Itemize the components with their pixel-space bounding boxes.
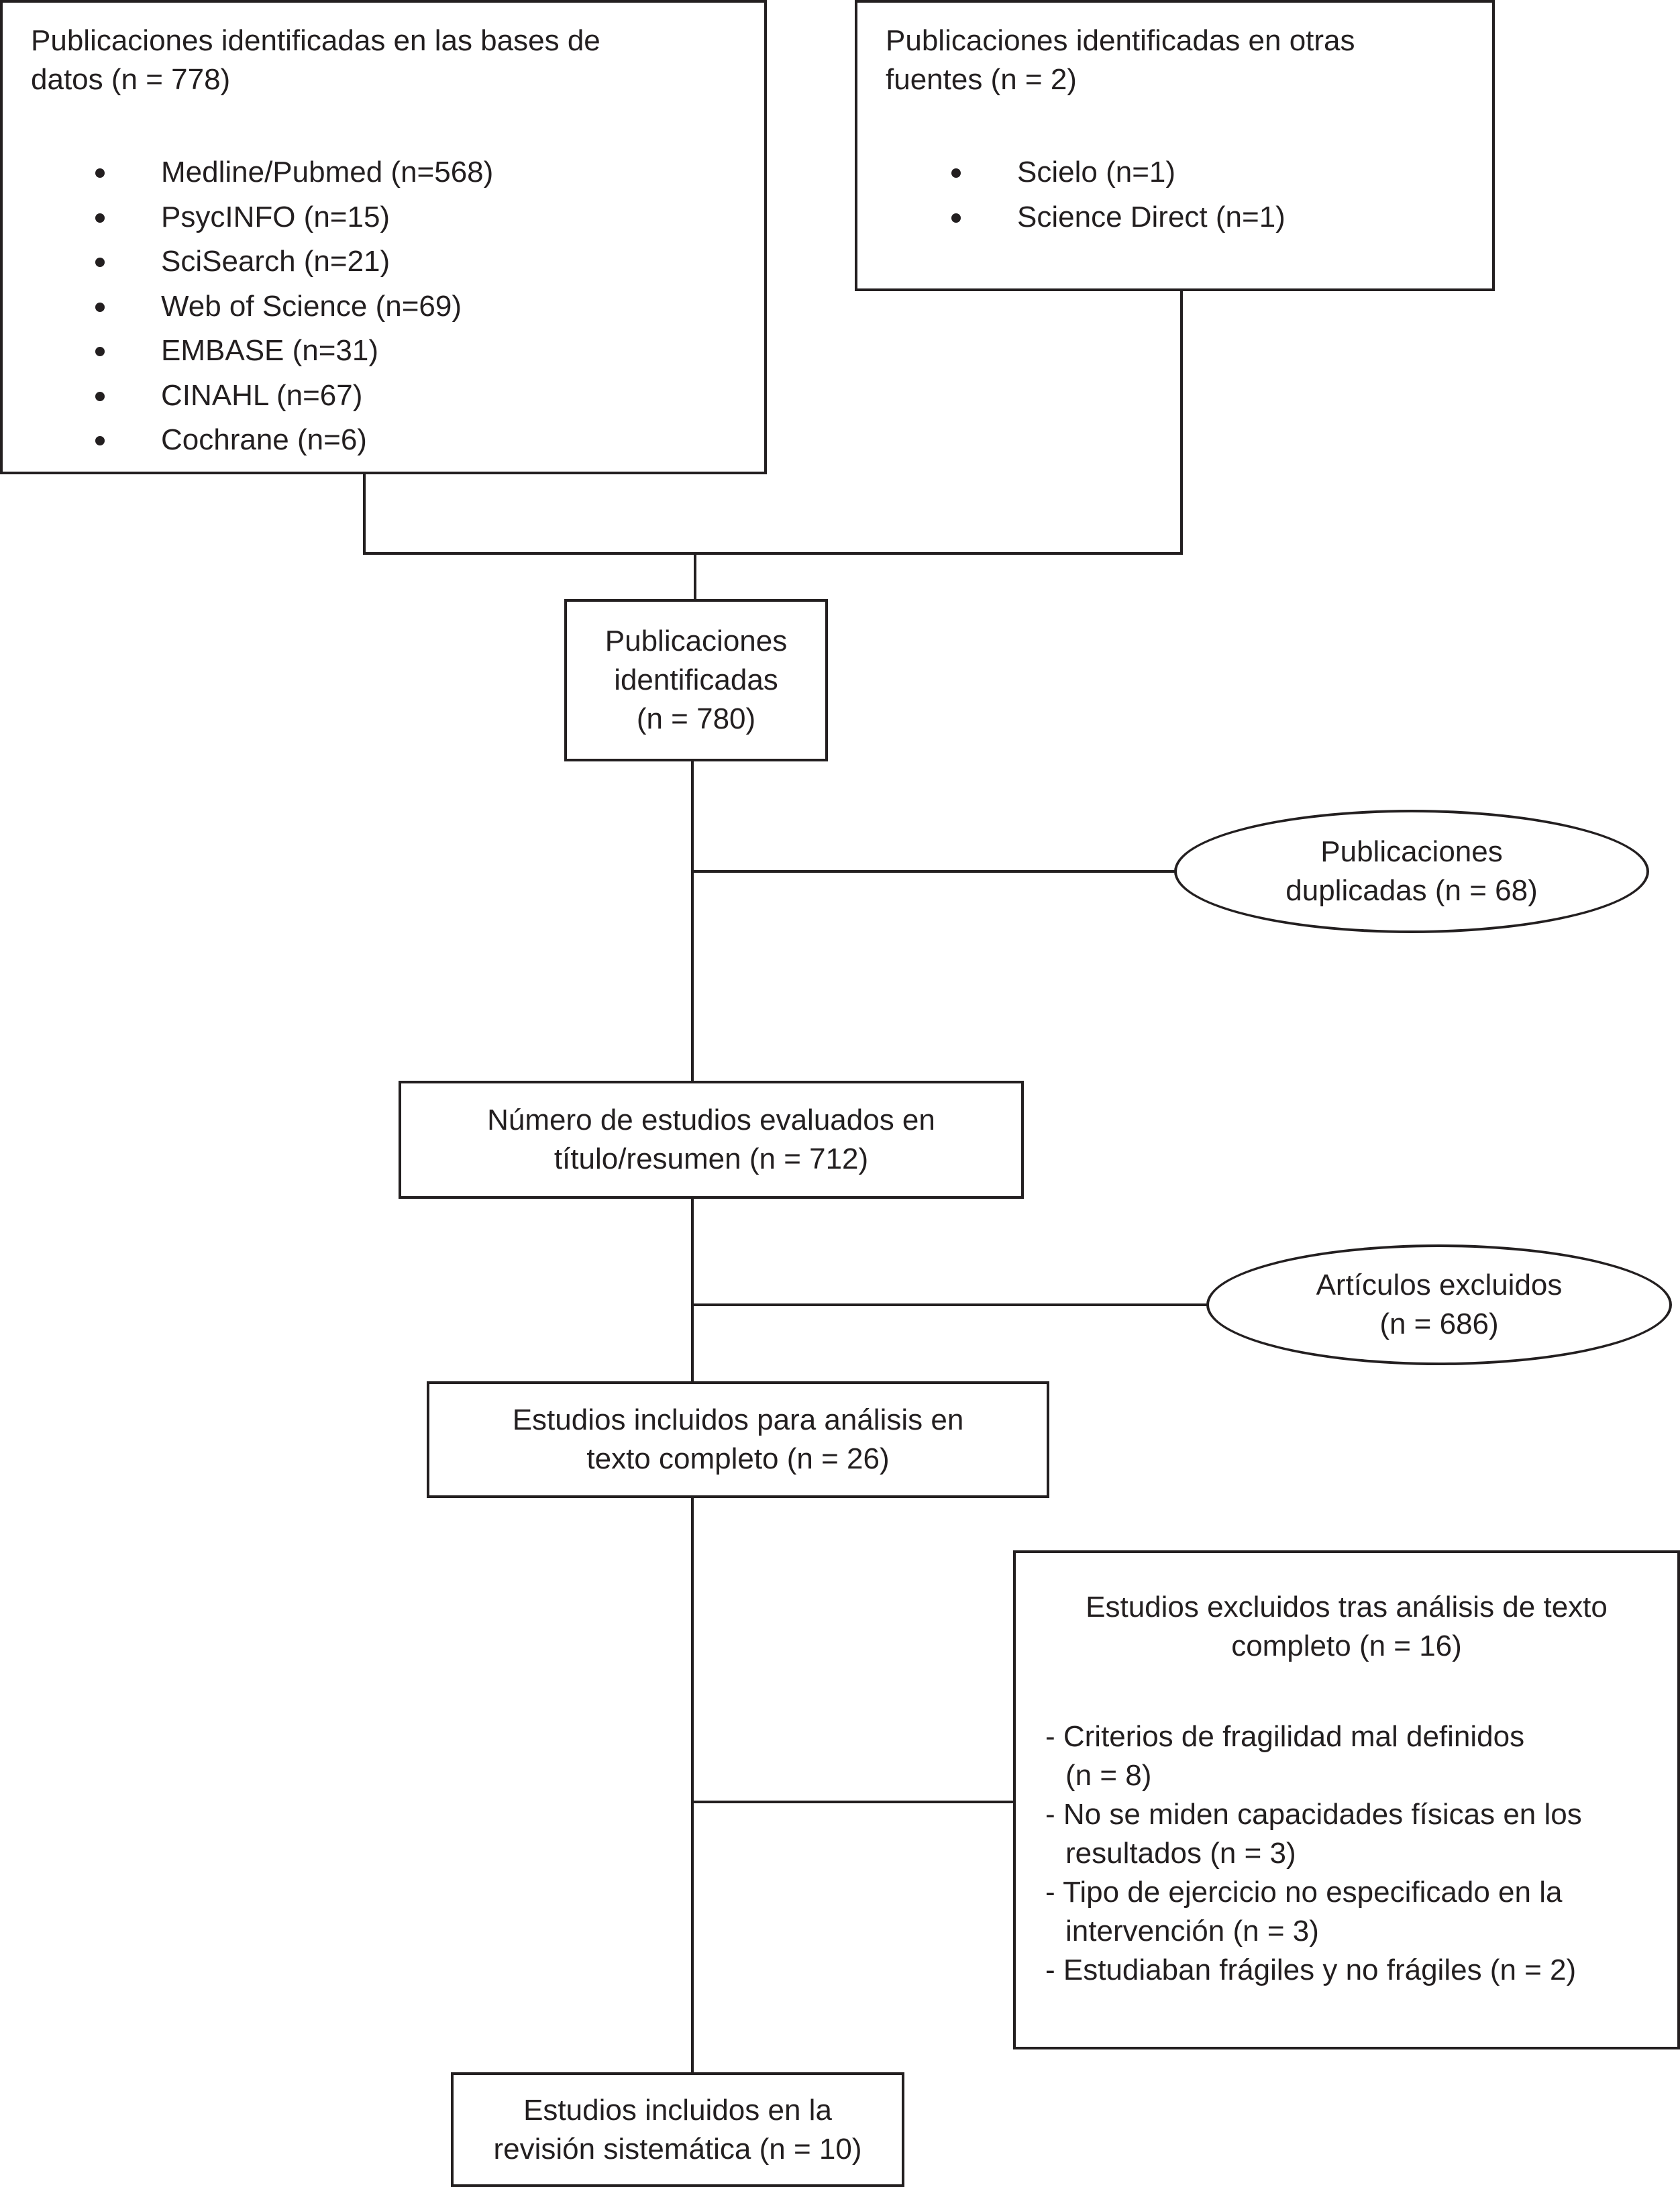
list-item: Scielo (n=1) [951,150,1285,195]
list-item: Cochrane (n=6) [95,418,493,463]
database-sources-title: Publicaciones identificadas en las bases… [31,24,600,96]
list-item: - Criterios de fragilidad mal definidos … [1045,1720,1525,1792]
bullet-icon [95,258,105,267]
list-item: Science Direct (n=1) [951,195,1285,240]
list-item: - Estudiaban frágiles y no frágiles (n =… [1045,1954,1577,1986]
excluded-fulltext-box: Estudios excluidos tras análisis de text… [1013,1550,1680,2049]
list-item: CINAHL (n=67) [95,374,493,419]
bullet-icon [95,168,105,178]
list-item: - No se miden capacidades físicas en los… [1045,1798,1582,1870]
duplicates-ellipse: Publicaciones duplicadas (n = 68) [1174,810,1649,933]
bullet-icon [95,347,105,356]
bullet-icon [951,168,961,178]
identified-box: Publicaciones identificadas (n = 780) [564,599,828,761]
list-item: - Tipo de ejercicio no especificado en l… [1045,1876,1563,1948]
fulltext-box: Estudios incluidos para análisis en text… [427,1381,1049,1498]
list-item: Medline/Pubmed (n=568) [95,150,493,195]
other-sources-box: Publicaciones identificadas en otras fue… [855,0,1495,291]
bullet-icon [95,302,105,312]
list-item: EMBASE (n=31) [95,329,493,374]
list-item: PsycINFO (n=15) [95,195,493,240]
screened-box: Número de estudios evaluados en título/r… [399,1081,1024,1199]
bullet-icon [95,391,105,401]
database-list: Medline/Pubmed (n=568) PsycINFO (n=15) S… [95,150,493,463]
bullet-icon [95,213,105,223]
exclusion-reasons-list: - Criterios de fragilidad mal definidos … [1045,1717,1582,1990]
bullet-icon [95,436,105,445]
other-sources-list: Scielo (n=1) Science Direct (n=1) [951,150,1285,240]
bullet-icon [951,213,961,223]
list-item: SciSearch (n=21) [95,239,493,284]
other-sources-title: Publicaciones identificadas en otras fue… [886,24,1355,96]
list-item: Web of Science (n=69) [95,284,493,329]
excluded-articles-ellipse: Artículos excluidos (n = 686) [1206,1244,1672,1365]
database-sources-box: Publicaciones identificadas en las bases… [0,0,767,474]
excluded-fulltext-title: Estudios excluidos tras análisis de text… [1086,1591,1608,1662]
included-box: Estudios incluidos en la revisión sistem… [451,2072,904,2187]
